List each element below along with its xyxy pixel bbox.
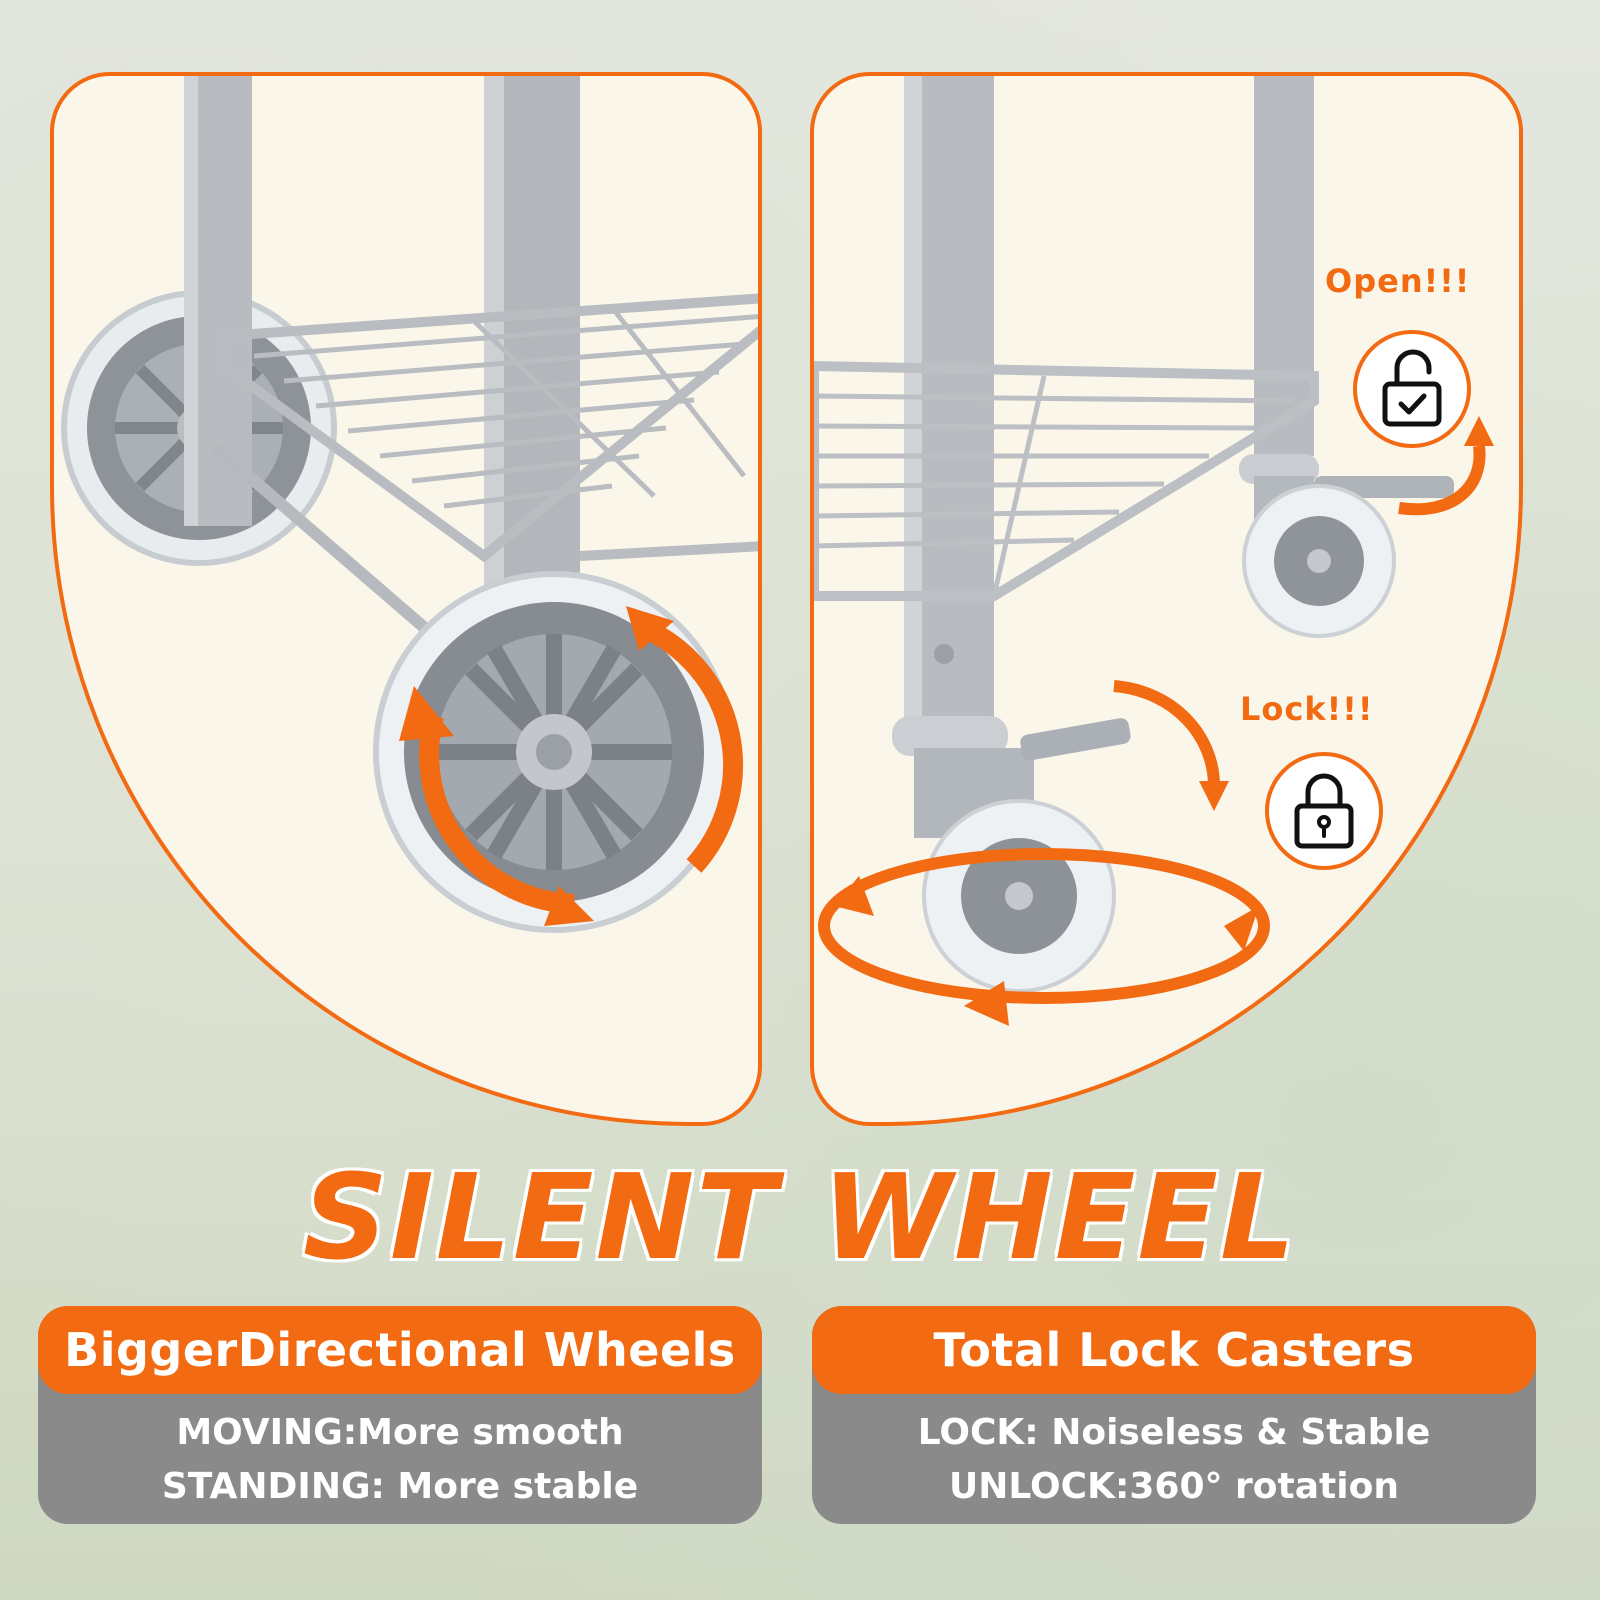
directional-wheels-card: BiggerDirectional Wheels MOVING:More smo… <box>38 1306 762 1524</box>
lock-casters-title: Total Lock Casters <box>812 1306 1536 1394</box>
lock-casters-features: LOCK: Noiseless & Stable UNLOCK:360° rot… <box>812 1406 1536 1514</box>
feature-line: UNLOCK:360° rotation <box>949 1466 1399 1507</box>
directional-wheels-photo-panel <box>50 72 762 1126</box>
directional-wheels-title: BiggerDirectional Wheels <box>38 1306 762 1394</box>
open-callout-label: Open!!! <box>1325 262 1471 300</box>
lock-casters-photo-panel <box>810 72 1523 1126</box>
feature-line: STANDING: More stable <box>161 1466 639 1507</box>
cart-wheels-illustration <box>61 76 758 933</box>
lock-badge <box>1265 752 1383 870</box>
lock-callout-label: Lock!!! <box>1240 690 1374 728</box>
wire-shelf <box>219 293 758 563</box>
feature-line: MOVING:More smooth <box>176 1412 624 1453</box>
caster-illustration <box>814 76 1494 1026</box>
lock-casters-card: Total Lock Casters LOCK: Noiseless & Sta… <box>812 1306 1536 1524</box>
rear-caster <box>1239 454 1454 638</box>
headline-silent-wheel: SILENT WHEEL <box>302 1148 1298 1286</box>
swivel-arrows <box>818 445 1486 1004</box>
feature-line: LOCK: Noiseless & Stable <box>917 1412 1431 1453</box>
directional-wheels-features: MOVING:More smooth STANDING: More stable <box>38 1406 762 1514</box>
open-lock-badge <box>1353 330 1471 448</box>
unlocked-padlock-check-icon <box>1382 349 1442 427</box>
locked-padlock-icon <box>1294 773 1354 849</box>
front-caster <box>892 716 1131 993</box>
rotation-arrows <box>419 618 744 914</box>
